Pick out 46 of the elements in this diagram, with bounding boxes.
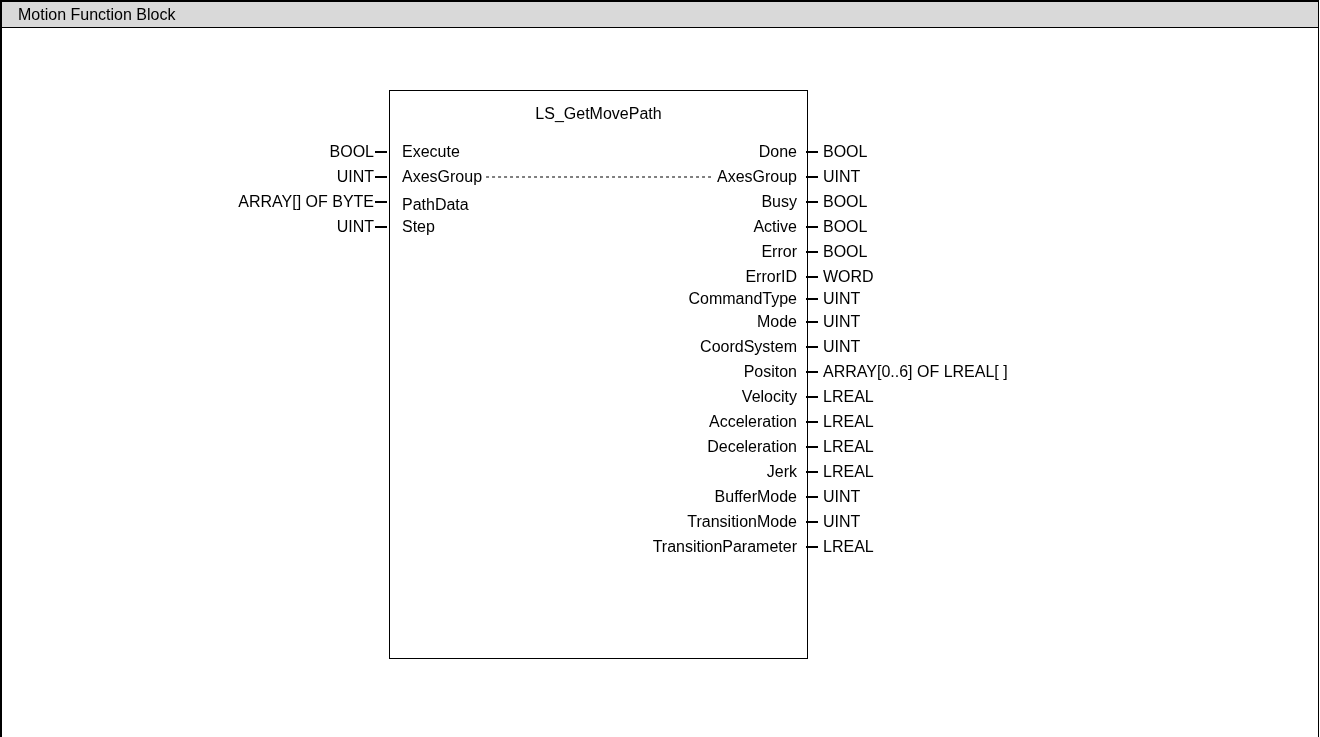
data-type: BOOL bbox=[823, 218, 868, 236]
pin-name: Active bbox=[753, 218, 797, 236]
pin-name: Deceleration bbox=[707, 438, 797, 456]
dashed-connector bbox=[485, 176, 714, 178]
pin-name: Step bbox=[402, 218, 435, 236]
data-type: BOOL bbox=[823, 193, 868, 211]
data-type: LREAL bbox=[823, 413, 874, 431]
pin-name: Execute bbox=[402, 143, 460, 161]
pin-name: Positon bbox=[743, 363, 797, 381]
pin-name: CoordSystem bbox=[700, 338, 797, 356]
pin-name: Error bbox=[761, 243, 797, 261]
pin-name: Mode bbox=[756, 313, 797, 331]
data-type: UINT bbox=[823, 168, 861, 186]
data-type: LREAL bbox=[823, 463, 874, 481]
pin-name: Velocity bbox=[741, 388, 797, 406]
function-block bbox=[389, 90, 808, 659]
panel-title: Motion Function Block bbox=[18, 6, 176, 24]
data-type: UINT bbox=[823, 488, 861, 506]
pin-name: TransitionParameter bbox=[652, 538, 797, 556]
data-type: UINT bbox=[336, 218, 374, 236]
pin-name: PathData bbox=[402, 196, 469, 214]
pin-name: BufferMode bbox=[714, 488, 797, 506]
pin-name: Acceleration bbox=[708, 413, 797, 431]
data-type: LREAL bbox=[823, 538, 874, 556]
data-type: WORD bbox=[823, 268, 874, 286]
data-type: UINT bbox=[823, 513, 861, 531]
pin-name: ErrorID bbox=[745, 268, 797, 286]
pin-name: Busy bbox=[761, 193, 797, 211]
data-type: BOOL bbox=[823, 143, 868, 161]
data-type: ARRAY[0..6] OF LREAL[ ] bbox=[823, 363, 1008, 381]
data-type: BOOL bbox=[329, 143, 374, 161]
pin-name: AxesGroup bbox=[716, 168, 797, 186]
data-type: ARRAY[] OF BYTE bbox=[238, 193, 374, 211]
data-type: LREAL bbox=[823, 388, 874, 406]
pin-name: Jerk bbox=[766, 463, 797, 481]
block-name: LS_GetMovePath bbox=[534, 105, 663, 123]
data-type: BOOL bbox=[823, 243, 868, 261]
pin-name: CommandType bbox=[688, 290, 797, 308]
pin-name: AxesGroup bbox=[402, 168, 483, 186]
data-type: UINT bbox=[336, 168, 374, 186]
data-type: UINT bbox=[823, 338, 861, 356]
pin-name: Done bbox=[758, 143, 797, 161]
data-type: LREAL bbox=[823, 438, 874, 456]
pin-name: TransitionMode bbox=[687, 513, 797, 531]
data-type: UINT bbox=[823, 313, 861, 331]
data-type: UINT bbox=[823, 290, 861, 308]
